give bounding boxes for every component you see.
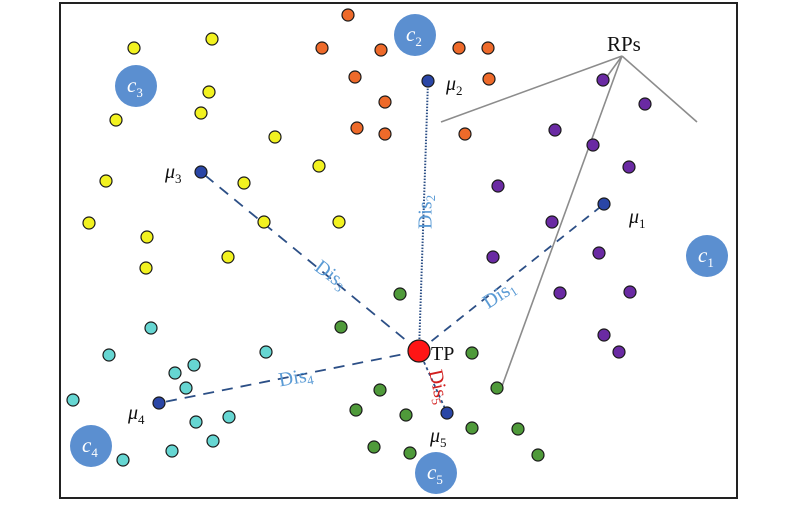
distance-line-3 [200, 171, 420, 352]
cluster-3-point [237, 176, 251, 190]
cluster-4-point [259, 345, 273, 359]
cluster-1-point [491, 179, 505, 193]
cluster-4-point [168, 366, 182, 380]
rps-label: RPs [607, 32, 641, 56]
cluster-2-point [348, 70, 362, 84]
rp-line [440, 55, 623, 123]
cluster-5-point [511, 422, 525, 436]
distance-line-1 [418, 203, 605, 352]
cluster-2-point [481, 41, 495, 55]
centroid-4 [152, 396, 166, 410]
cluster-5-point [465, 346, 479, 360]
cluster-4-point [102, 348, 116, 362]
cluster-1-point [623, 285, 637, 299]
cluster-3-point [139, 261, 153, 275]
cluster-1-point [486, 250, 500, 264]
cluster-1-point [592, 246, 606, 260]
cluster-3-point [109, 113, 123, 127]
cluster-5-point [403, 446, 417, 460]
cluster-5-point [531, 448, 545, 462]
cluster-badge-1 [686, 235, 728, 277]
cluster-3-point [99, 174, 113, 188]
cluster-2-point [374, 43, 388, 57]
cluster-badge-3 [115, 65, 157, 107]
cluster-1-point [612, 345, 626, 359]
distance-label-2: Dis2 [415, 195, 438, 229]
diagram-frame [59, 2, 738, 499]
cluster-1-point [596, 73, 610, 87]
cluster-badge-4 [70, 425, 112, 467]
tp-label: TP [431, 343, 454, 365]
cluster-1-point [553, 286, 567, 300]
cluster-5-point [373, 383, 387, 397]
cluster-2-point [482, 72, 496, 86]
cluster-2-point [378, 95, 392, 109]
cluster-4-point [165, 444, 179, 458]
distance-line-4 [158, 350, 420, 404]
cluster-3-point [332, 215, 346, 229]
cluster-3-point [205, 32, 219, 46]
cluster-3-point [127, 41, 141, 55]
cluster-5-point [465, 421, 479, 435]
cluster-5-point [334, 320, 348, 334]
cluster-4-point [179, 381, 193, 395]
cluster-4-point [66, 393, 80, 407]
cluster-5-point [490, 381, 504, 395]
cluster-2-point [315, 41, 329, 55]
cluster-badge-2 [394, 14, 436, 56]
cluster-4-point [187, 358, 201, 372]
cluster-1-point [622, 160, 636, 174]
centroid-5 [440, 406, 454, 420]
rp-line [621, 55, 698, 123]
rp-line [500, 55, 623, 390]
cluster-5-point [367, 440, 381, 454]
cluster-2-point [378, 127, 392, 141]
cluster-5-point [349, 403, 363, 417]
cluster-5-point [393, 287, 407, 301]
cluster-4-point [206, 434, 220, 448]
cluster-5-point [399, 408, 413, 422]
distance-line-5 [418, 350, 448, 414]
cluster-2-point [458, 127, 472, 141]
cluster-badge-5 [415, 452, 457, 494]
tp-point [407, 339, 431, 363]
cluster-3-point [312, 159, 326, 173]
centroid-3 [194, 165, 208, 179]
cluster-3-point [140, 230, 154, 244]
centroid-1 [597, 197, 611, 211]
cluster-3-point [221, 250, 235, 264]
distance-line-2 [418, 80, 429, 352]
cluster-1-point [545, 215, 559, 229]
cluster-4-point [222, 410, 236, 424]
cluster-4-point [144, 321, 158, 335]
centroid-2 [421, 74, 435, 88]
cluster-2-point [350, 121, 364, 135]
cluster-4-point [189, 415, 203, 429]
cluster-4-point [116, 453, 130, 467]
cluster-3-point [194, 106, 208, 120]
cluster-2-point [452, 41, 466, 55]
cluster-1-point [548, 123, 562, 137]
cluster-3-point [202, 85, 216, 99]
cluster-1-point [638, 97, 652, 111]
cluster-3-point [268, 130, 282, 144]
cluster-3-point [257, 215, 271, 229]
cluster-2-point [341, 8, 355, 22]
cluster-1-point [586, 138, 600, 152]
cluster-3-point [82, 216, 96, 230]
cluster-1-point [597, 328, 611, 342]
